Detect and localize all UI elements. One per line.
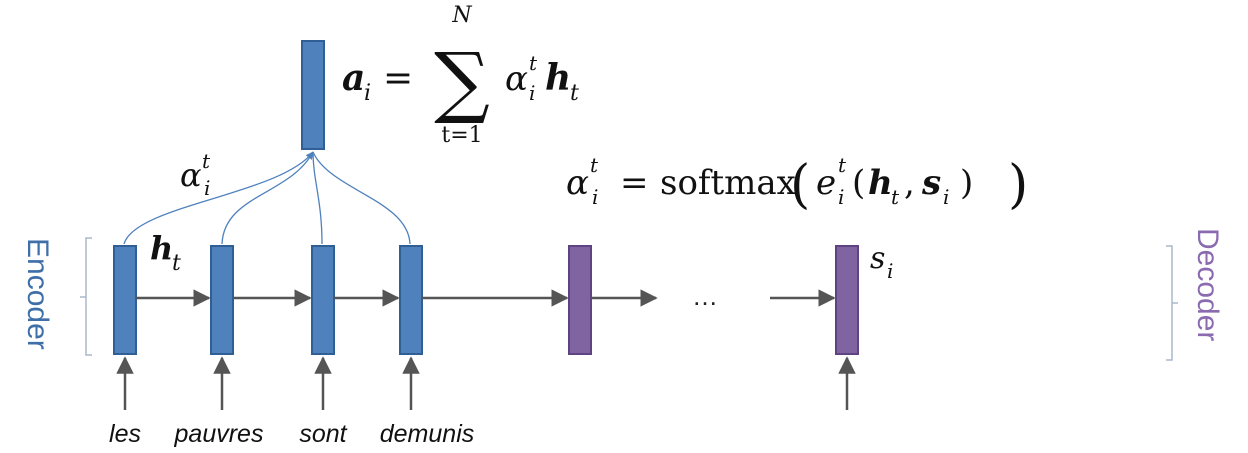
input-word-sont: sont: [299, 420, 347, 448]
svg-text:t=1: t=1: [441, 123, 482, 148]
context-vector: [301, 40, 325, 150]
decoder-state-label: s i: [870, 241, 893, 283]
svg-text:h: h: [545, 57, 571, 99]
decoder-state-i: [835, 245, 859, 355]
svg-text:): ): [1008, 155, 1028, 215]
svg-text:α: α: [566, 163, 589, 203]
attention-weight-label: α t i: [180, 149, 211, 200]
svg-text:t: t: [590, 153, 599, 177]
hidden-state-label: h t: [150, 229, 181, 276]
svg-text:a: a: [342, 57, 365, 99]
decoder-bracket: [1166, 245, 1178, 361]
decoder-ellipsis: …: [692, 281, 718, 311]
attention-curves: [123, 151, 411, 245]
svg-text:t: t: [570, 81, 579, 106]
input-word-pauvres: pauvres: [174, 420, 264, 448]
svg-text:h: h: [868, 163, 893, 203]
input-arrows: [116, 356, 856, 410]
svg-text:α: α: [180, 156, 202, 194]
svg-text:i: i: [838, 185, 844, 209]
svg-text:h: h: [150, 229, 173, 267]
svg-text:i: i: [364, 81, 371, 106]
encoder-state-2: [210, 245, 234, 355]
svg-text:t: t: [529, 51, 538, 75]
input-words: les pauvres sont demunis: [109, 420, 474, 448]
encoder-state-4: [399, 245, 423, 355]
svg-text:softmax: softmax: [660, 163, 796, 203]
svg-text:N: N: [451, 3, 472, 28]
svg-text:=: =: [620, 163, 649, 203]
svg-text:(: (: [790, 155, 810, 215]
svg-text:t: t: [172, 251, 181, 276]
svg-text:,: ,: [904, 163, 915, 203]
encoder-bracket: [80, 237, 92, 356]
svg-text:(: (: [852, 163, 865, 203]
svg-text:t: t: [202, 149, 211, 173]
decoder-state-1: [568, 245, 592, 355]
svg-text:s: s: [870, 241, 885, 276]
context-equation: a i = N ∑ t=1 α t i h t: [342, 3, 579, 148]
svg-text:e: e: [816, 163, 836, 203]
svg-text:t: t: [891, 185, 900, 209]
svg-text:=: =: [383, 58, 413, 99]
input-word-demunis: demunis: [380, 420, 475, 448]
svg-text:α: α: [505, 59, 528, 99]
svg-text:i: i: [887, 259, 893, 283]
svg-text:): ): [960, 163, 973, 203]
encoder-state-3: [311, 245, 335, 355]
encoder-state-1: [113, 245, 137, 355]
svg-text:t: t: [838, 153, 847, 177]
svg-text:∑: ∑: [434, 37, 490, 127]
input-word-les: les: [109, 420, 141, 448]
svg-text:i: i: [943, 185, 949, 209]
svg-text:s: s: [921, 163, 941, 203]
decoder-label: Decoder: [1191, 228, 1224, 341]
svg-text:i: i: [592, 185, 598, 209]
svg-text:i: i: [529, 81, 535, 105]
softmax-equation: α t i = softmax ( e t i ( h t , s i ) ): [566, 153, 1028, 215]
encoder-label: Encoder: [21, 238, 54, 350]
svg-text:i: i: [204, 176, 210, 200]
